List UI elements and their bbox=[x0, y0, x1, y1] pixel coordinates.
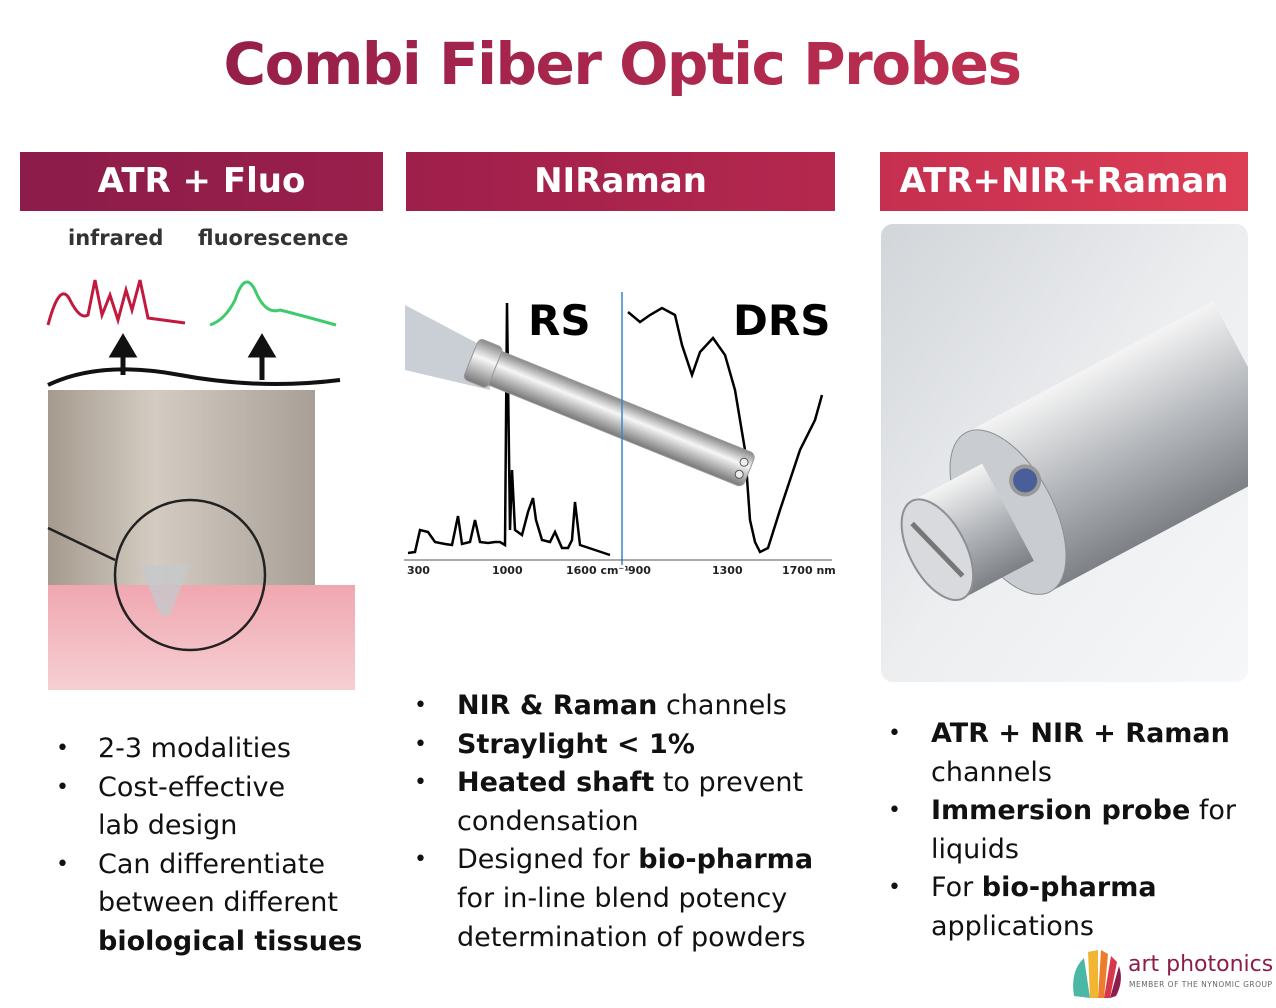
bullet-line: Straylight < 1% bbox=[457, 726, 813, 765]
bullet-line: 2-3 modalities bbox=[98, 730, 362, 769]
bullet-icon: • bbox=[414, 847, 427, 873]
bullet-icon: • bbox=[414, 770, 427, 796]
bullet-icon: • bbox=[888, 798, 901, 824]
bullet-line: Can differentiate bbox=[98, 846, 362, 885]
bullet-bold-text: Straylight < 1% bbox=[457, 728, 695, 760]
bullet-icon: • bbox=[414, 693, 427, 718]
bullet-text: channels bbox=[931, 756, 1052, 788]
bullet-line: NIR & Raman channels bbox=[457, 687, 813, 726]
bullet-line: liquids bbox=[931, 831, 1236, 870]
bullet-item: • Can differentiate between different biolo… bbox=[56, 846, 362, 962]
bullet-text: for bbox=[1190, 795, 1236, 827]
drs-tick: 900 bbox=[628, 564, 651, 577]
bullet-line: channels bbox=[931, 754, 1236, 793]
probe-image bbox=[463, 339, 755, 487]
bullet-item: • 2-3 modalities bbox=[56, 730, 362, 769]
logo-fan-icon bbox=[1073, 950, 1121, 998]
bullet-text: condensation bbox=[457, 805, 639, 837]
fluorescence-label: fluorescence bbox=[198, 226, 348, 250]
bullet-item: • Straylight < 1% bbox=[414, 726, 813, 765]
bullet-text: between different bbox=[98, 887, 339, 919]
niraman-spectra-figure: RS DRS 300 1000 1600 cm⁻¹ 900 1300 1700 … bbox=[404, 292, 836, 577]
bullet-text: for in-line blend potency bbox=[457, 882, 788, 914]
bullet-bold-text: NIR & Raman bbox=[457, 690, 658, 721]
slide-title: Combi Fiber Optic Probes bbox=[0, 30, 1244, 98]
bullet-bold-text: Immersion probe bbox=[931, 795, 1191, 827]
bullet-text: Cost-effective bbox=[98, 771, 286, 803]
atr-nir-raman-probe-photo bbox=[881, 224, 1248, 682]
bullet-line: between different bbox=[98, 884, 362, 923]
bullet-icon: • bbox=[888, 721, 901, 746]
bullet-text: channels bbox=[657, 690, 787, 721]
bullet-line: applications bbox=[931, 908, 1236, 947]
art-photonics-logo: art photonics MEMBER OF THE NYNOMIC GROU… bbox=[1070, 946, 1276, 1002]
raman-spectrum bbox=[407, 302, 611, 557]
bullet-line: Immersion probe for bbox=[931, 792, 1236, 831]
logo-name: art photonics bbox=[1128, 952, 1274, 977]
bullet-bold-text: bio-pharma bbox=[981, 872, 1157, 904]
bullet-line: for in-line blend potency bbox=[457, 880, 813, 919]
drs-tick: 1300 bbox=[712, 564, 743, 577]
bullet-text: to prevent bbox=[654, 767, 804, 799]
infrared-label: infrared bbox=[68, 226, 163, 250]
drs-label: DRS bbox=[733, 296, 830, 345]
arrow-up-icon bbox=[108, 333, 138, 375]
drs-tick: 1700 nm bbox=[782, 564, 836, 577]
atr-nir-raman-bullet-list: • ATR + NIR + Raman channels • Immersion pro… bbox=[888, 715, 1236, 947]
bullet-line: lab design bbox=[98, 807, 362, 846]
bullet-text: lab design bbox=[98, 810, 238, 842]
rs-tick: 300 bbox=[407, 564, 430, 577]
bullet-bold-text: biological tissues bbox=[98, 925, 363, 957]
bullet-line: For bio-pharma bbox=[931, 869, 1236, 908]
bullet-line: determination of powders bbox=[457, 919, 813, 958]
rs-tick: 1600 cm⁻¹ bbox=[566, 564, 629, 577]
bullet-text: 2-3 modalities bbox=[98, 733, 291, 764]
logo-subtitle: MEMBER OF THE NYNOMIC GROUP bbox=[1129, 980, 1273, 989]
bullet-text: liquids bbox=[931, 833, 1019, 865]
bullet-line: ATR + NIR + Raman bbox=[931, 715, 1236, 754]
bullet-item: • ATR + NIR + Raman channels bbox=[888, 715, 1236, 792]
bullet-icon: • bbox=[56, 851, 69, 877]
bullet-bold-text: Heated shaft bbox=[457, 767, 655, 799]
bullet-icon: • bbox=[414, 731, 427, 757]
atr-fluo-illustration: infrared fluorescence bbox=[46, 226, 355, 690]
bullet-text: applications bbox=[931, 910, 1095, 942]
rs-tick: 1000 bbox=[492, 564, 523, 577]
rs-label: RS bbox=[528, 296, 591, 345]
bullet-text: For bbox=[931, 872, 982, 904]
column-header-atr-nir-raman: ATR+NIR+Raman bbox=[880, 152, 1248, 211]
bullet-line: Heated shaft to prevent bbox=[457, 764, 813, 803]
niraman-bullet-list: • NIR & Raman channels • Straylight < 1% • He… bbox=[414, 687, 813, 957]
bullet-bold-text: ATR + NIR + Raman bbox=[931, 718, 1230, 749]
atr-fluo-bullet-list: • 2-3 modalities • Cost-effective lab design… bbox=[56, 730, 362, 962]
drs-spectrum bbox=[627, 306, 824, 554]
bullet-text: determination of powders bbox=[457, 921, 806, 953]
bullet-line: biological tissues bbox=[98, 923, 362, 962]
column-header-atr-fluo: ATR + Fluo bbox=[20, 152, 383, 211]
bullet-icon: • bbox=[888, 875, 901, 901]
bullet-icon: • bbox=[56, 736, 69, 761]
bullet-line: Cost-effective bbox=[98, 769, 362, 808]
column-header-niraman: NIRaman bbox=[406, 152, 835, 211]
bullet-text: Can differentiate bbox=[98, 848, 326, 880]
bullet-text: Designed for bbox=[457, 844, 639, 876]
bullet-line: Designed for bio-pharma bbox=[457, 841, 813, 880]
bullet-line: condensation bbox=[457, 803, 813, 842]
arrow-up-icon bbox=[247, 333, 277, 380]
bullet-icon: • bbox=[56, 774, 69, 800]
bullet-bold-text: bio-pharma bbox=[638, 844, 814, 876]
bullet-item: • NIR & Raman channels bbox=[414, 687, 813, 726]
bullet-item: • Cost-effective lab design bbox=[56, 769, 362, 846]
fluorescence-spectrum bbox=[209, 280, 337, 327]
infrared-spectrum bbox=[46, 279, 186, 326]
